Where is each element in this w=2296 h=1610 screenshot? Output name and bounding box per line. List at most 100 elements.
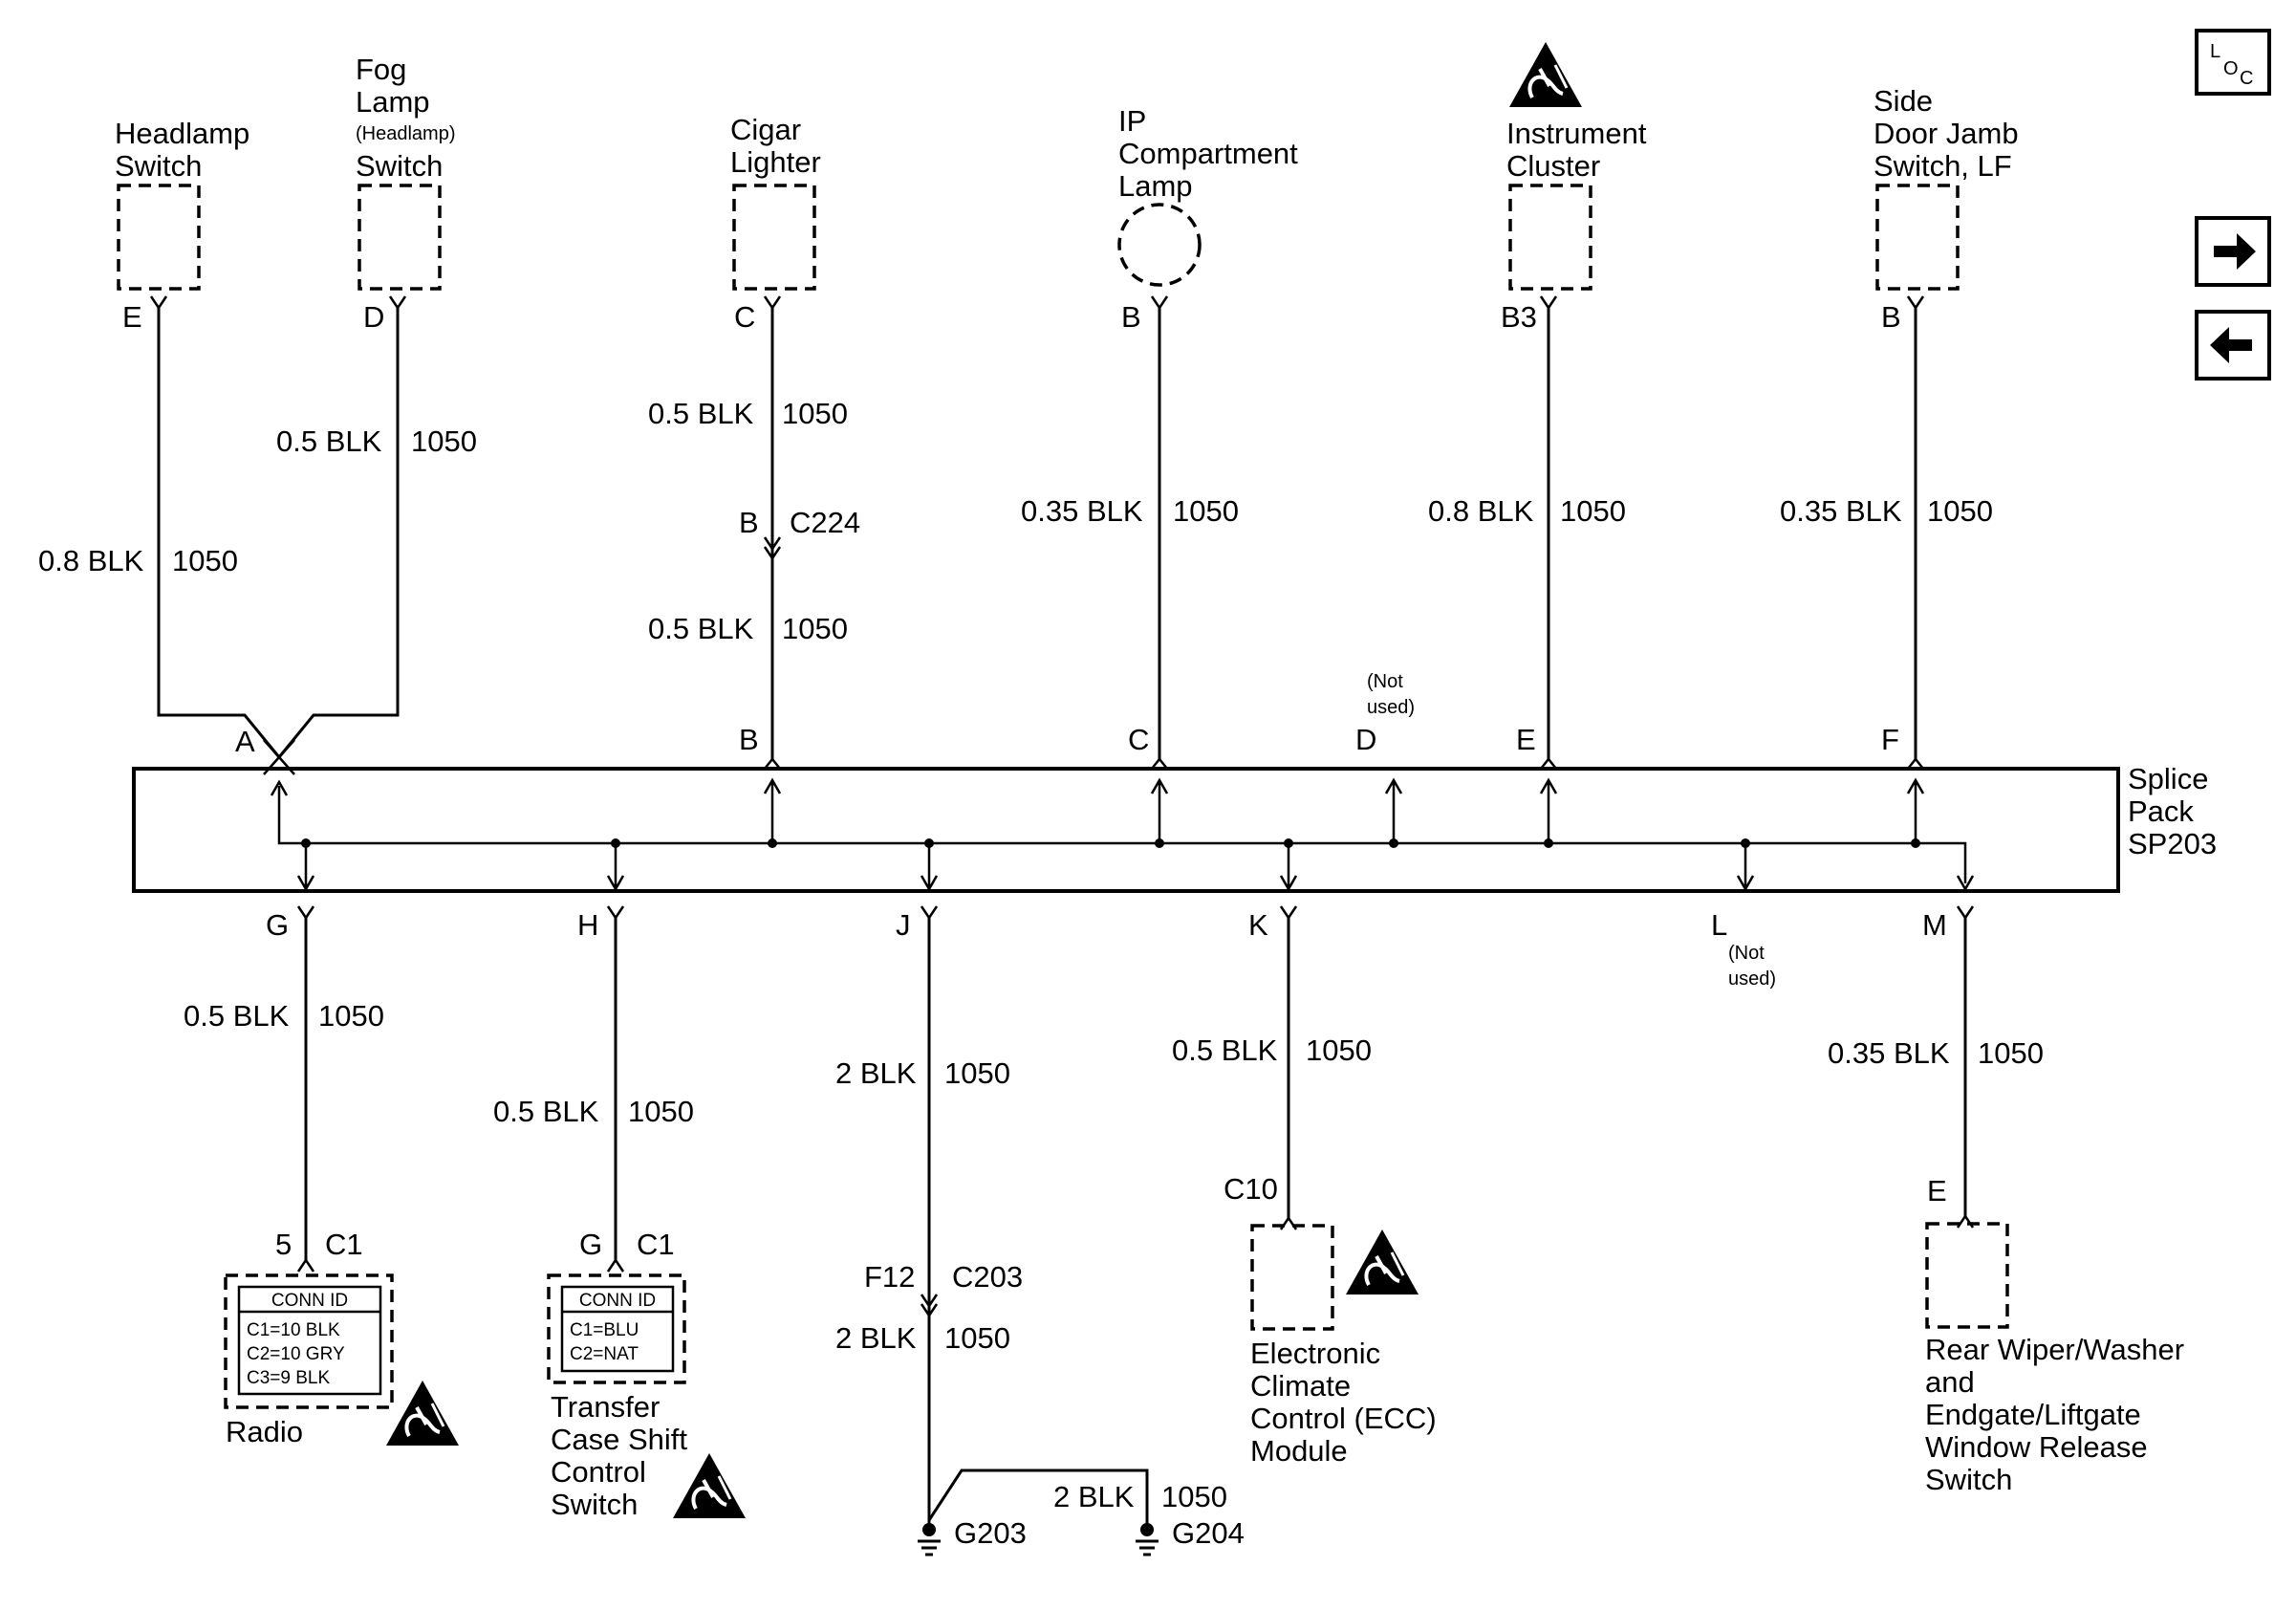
- radio-conn-id-3: C3=9 BLK: [247, 1368, 330, 1388]
- ground-wire-gauge-2: 2 BLK: [835, 1321, 917, 1355]
- transfer-case-wire-gauge: 0.5 BLK: [493, 1095, 599, 1128]
- cigar-wire-circuit-1: 1050: [782, 397, 848, 430]
- splice-pin-j: J: [896, 908, 911, 942]
- arrow-right-icon[interactable]: [2195, 216, 2271, 287]
- splice-pack-label-2: Pack: [2128, 794, 2194, 828]
- rear-wiper-label-2: and: [1925, 1365, 1975, 1399]
- rear-wiper-label-3: Endgate/Liftgate: [1925, 1398, 2141, 1431]
- rear-wiper-washer-switch: 0.35 BLK 1050 E Rear Wiper/Washer and En…: [1828, 1036, 2184, 1496]
- headlamp-ground-wire: [157, 308, 281, 758]
- transfer-case-label-1: Transfer: [551, 1390, 660, 1424]
- ecc-wire-circuit: 1050: [1306, 1033, 1372, 1067]
- pin-l-not-used-1: (Not: [1728, 943, 1765, 964]
- fog-lamp-pin: D: [363, 300, 384, 334]
- ip-lamp-wire-circuit: 1050: [1173, 494, 1239, 528]
- pin-d-not-used-2: used): [1367, 697, 1415, 718]
- ground-wire-circuit-2: 1050: [944, 1321, 1010, 1355]
- door-jamb-pin: B: [1881, 300, 1901, 334]
- fog-lamp-ground-wire: [277, 308, 400, 758]
- splice-pin-e: E: [1516, 723, 1536, 756]
- door-jamb-label-1: Side: [1874, 84, 1933, 118]
- ground-wire-circuit-1: 1050: [944, 1056, 1010, 1090]
- door-jamb-label-2: Door Jamb: [1874, 117, 2019, 150]
- instrument-cluster-box: [1508, 184, 1592, 291]
- arrow-left-icon[interactable]: [2195, 310, 2271, 381]
- cigar-lighter-label-1: Cigar: [730, 113, 801, 146]
- cluster-wire-circuit: 1050: [1560, 494, 1626, 528]
- c224-pin: B: [739, 506, 759, 539]
- ecc-label-4: Module: [1250, 1434, 1348, 1468]
- door-jamb-label-3: Switch, LF: [1874, 149, 2012, 183]
- transfer-case-label-4: Switch: [551, 1488, 638, 1521]
- headlamp-wire-circuit: 1050: [172, 544, 238, 577]
- radio-conn-id-1: C1=10 BLK: [247, 1320, 340, 1340]
- loc-letter-c: C: [2240, 68, 2253, 89]
- transfer-case-conn-id-2: C2=NAT: [570, 1344, 639, 1364]
- cigar-lighter-label-2: Lighter: [730, 145, 821, 179]
- ip-lamp-label-1: IP: [1118, 104, 1146, 138]
- ground-branch-gauge: 2 BLK: [1053, 1480, 1135, 1513]
- ip-lamp-label-2: Compartment: [1118, 137, 1298, 170]
- location-icon[interactable]: L O C: [2195, 29, 2271, 96]
- splice-pin-h: H: [577, 908, 598, 942]
- radio-box: [224, 1273, 394, 1409]
- headlamp-switch: Headlamp Switch E 0.8 BLK 1050: [38, 117, 249, 577]
- splice-pin-a: A: [235, 725, 255, 758]
- ip-lamp-pin: B: [1121, 300, 1141, 334]
- esd-sensitive-icon: [384, 1379, 461, 1447]
- rear-wiper-wire-gauge: 0.35 BLK: [1828, 1036, 1950, 1070]
- headlamp-switch-pin: E: [122, 300, 142, 334]
- instrument-cluster-label-1: Instrument: [1506, 117, 1647, 150]
- cigar-lighter-box: [732, 184, 816, 291]
- ecc-module: 0.5 BLK 1050 C10 Electronic Climate Cont…: [1172, 1033, 1437, 1468]
- ip-lamp-wire-gauge: 0.35 BLK: [1021, 494, 1143, 528]
- headlamp-switch-label-2: Switch: [115, 149, 202, 183]
- transfer-case-conn-id-title: CONN ID: [579, 1291, 656, 1311]
- side-door-jamb-switch: Side Door Jamb Switch, LF B 0.35 BLK 105…: [1780, 84, 2019, 528]
- cigar-lighter-pin: C: [734, 300, 755, 334]
- radio-connector: C1: [325, 1228, 363, 1261]
- ground-g203: G203: [954, 1516, 1027, 1550]
- splice-pin-l: L: [1711, 908, 1727, 942]
- ip-lamp-label-3: Lamp: [1118, 169, 1193, 203]
- ground-wire-gauge-1: 2 BLK: [835, 1056, 917, 1090]
- ip-lamp-circle: [1117, 203, 1202, 287]
- esd-sensitive-icon: [671, 1451, 747, 1520]
- cluster-wire-gauge: 0.8 BLK: [1428, 494, 1534, 528]
- ground-branch-wire: [927, 1469, 1149, 1530]
- splice-pin-k: K: [1248, 908, 1268, 942]
- splice-pack-body: [132, 767, 2120, 893]
- transfer-case-label-2: Case Shift: [551, 1423, 687, 1456]
- radio-conn-id-2: C2=10 GRY: [247, 1344, 345, 1364]
- loc-letter-l: L: [2210, 41, 2220, 62]
- fog-lamp-switch-box: [357, 184, 442, 291]
- fog-lamp-wire-circuit: 1050: [411, 424, 477, 458]
- ip-compartment-lamp: IP Compartment Lamp B 0.35 BLK 1050: [1021, 104, 1298, 528]
- radio-wire-circuit: 1050: [318, 999, 384, 1033]
- instrument-cluster-label-2: Cluster: [1506, 149, 1600, 183]
- radio-wire-gauge: 0.5 BLK: [184, 999, 290, 1033]
- fog-lamp-switch: Fog Lamp (Headlamp) Switch D 0.5 BLK 105…: [276, 53, 477, 458]
- ground-circuit: 2 BLK 1050 F12 C203 2 BLK 1050 2 BLK 105…: [835, 918, 1245, 1556]
- fog-lamp-label-1: Fog: [356, 53, 406, 86]
- radio-conn-id-title: CONN ID: [271, 1291, 348, 1311]
- ground-g204: G204: [1172, 1516, 1245, 1550]
- radio: 0.5 BLK 1050 5 C1 CONN ID C1=10 BLK C2=1…: [184, 999, 461, 1448]
- ecc-wire-gauge: 0.5 BLK: [1172, 1033, 1278, 1067]
- transfer-case-pin: G: [579, 1228, 602, 1261]
- splice-bus: [277, 786, 1967, 883]
- instrument-cluster: Instrument Cluster B3 0.8 BLK 1050: [1428, 40, 1647, 528]
- fog-lamp-label-3: (Headlamp): [356, 123, 455, 144]
- c203-connector: C203: [952, 1260, 1023, 1294]
- splice-pin-d: D: [1355, 723, 1376, 756]
- headlamp-wire-gauge: 0.8 BLK: [38, 544, 144, 577]
- c203-pin: F12: [864, 1260, 915, 1294]
- fog-lamp-wire-gauge: 0.5 BLK: [276, 424, 382, 458]
- rear-wiper-pin: E: [1927, 1174, 1947, 1208]
- rear-wiper-wire-circuit: 1050: [1978, 1036, 2044, 1070]
- ground-branch-circuit: 1050: [1161, 1480, 1227, 1513]
- ground-symbol-icon: [916, 1539, 942, 1556]
- loc-letter-o: O: [2223, 58, 2239, 79]
- fog-lamp-label-4: Switch: [356, 149, 443, 183]
